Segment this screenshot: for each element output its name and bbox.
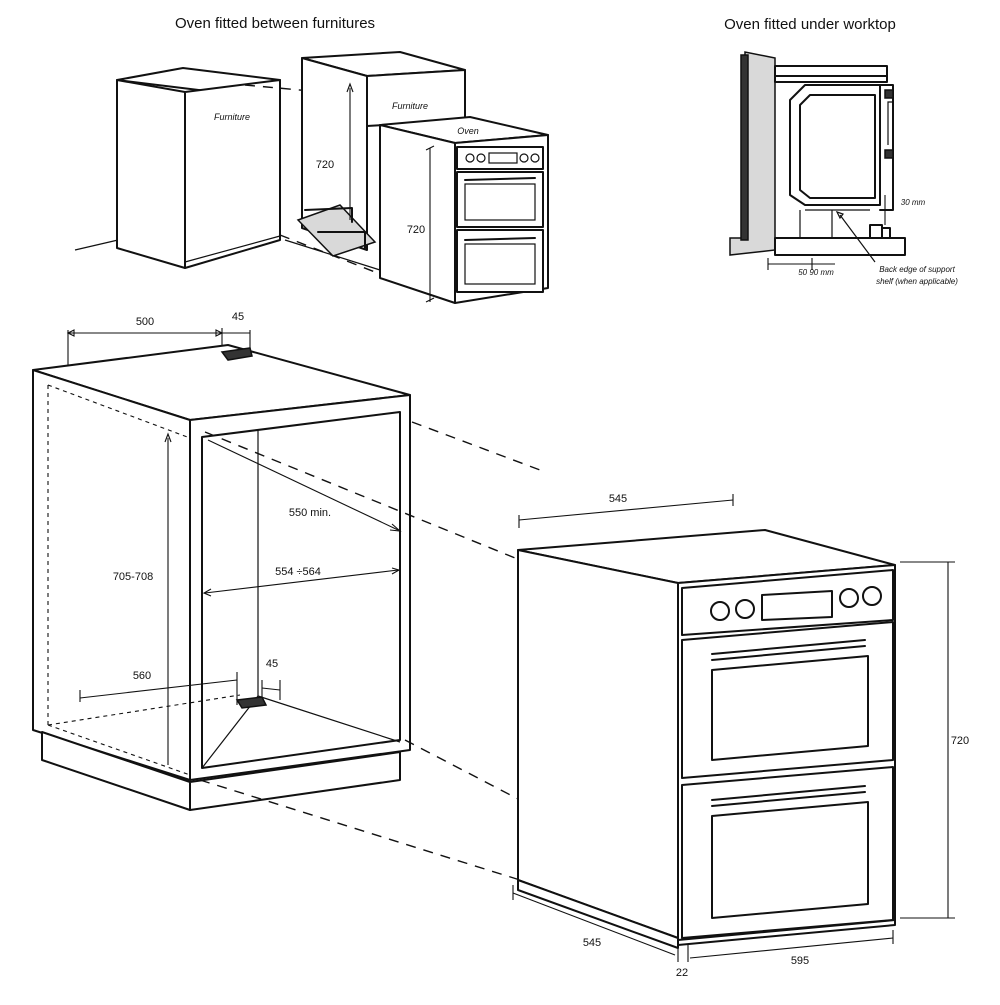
dim-cabinet-45-bottom: 45 bbox=[266, 658, 278, 670]
dim-worktop-30mm: 30 mm bbox=[901, 198, 926, 207]
under-worktop-illustration: 30 mm 50 90 mm Back edge of support shel… bbox=[729, 51, 958, 286]
dim-worktop-50-90mm: 50 90 mm bbox=[798, 268, 834, 277]
furniture-cabinet-left: Furniture bbox=[116, 67, 281, 269]
oven-label: Oven bbox=[457, 126, 479, 136]
dim-cabinet-554-564: 554 ÷564 bbox=[275, 566, 321, 578]
furniture-cabinet-right: Furniture bbox=[296, 51, 466, 257]
dim-cabinet-45-top: 45 bbox=[232, 311, 244, 323]
furniture-right-label: Furniture bbox=[392, 101, 428, 111]
dim-oven-545-side: 545 bbox=[583, 937, 601, 949]
back-edge-note-line1: Back edge of support bbox=[879, 265, 955, 274]
dim-oven-22: 22 bbox=[676, 967, 688, 979]
dim-oven-545-top: 545 bbox=[609, 493, 627, 505]
between-furnitures-illustration: Furniture Furniture 720 Oven bbox=[74, 51, 549, 304]
dim-top-720-b: 720 bbox=[407, 224, 425, 236]
dim-cabinet-550min: 550 min. bbox=[289, 507, 331, 519]
dim-cabinet-500: 500 bbox=[136, 316, 154, 328]
dim-cabinet-705-708: 705-708 bbox=[113, 571, 153, 583]
dim-oven-720: 720 bbox=[951, 735, 969, 747]
back-edge-note-line2: shelf (when applicable) bbox=[876, 277, 958, 286]
furniture-left-label: Furniture bbox=[214, 112, 250, 122]
oven-large: 545 720 545 bbox=[512, 493, 969, 979]
dim-cabinet-560: 560 bbox=[133, 670, 151, 682]
cabinet-illustration: 500 45 705-708 550 min. 554 ÷564 bbox=[32, 311, 411, 811]
oven-small: Oven bbox=[379, 116, 549, 304]
title-between-furnitures: Oven fitted between furnitures bbox=[175, 15, 375, 32]
dim-top-720-a: 720 bbox=[316, 159, 334, 171]
dim-oven-595: 595 bbox=[791, 955, 809, 967]
title-under-worktop: Oven fitted under worktop bbox=[724, 16, 896, 33]
